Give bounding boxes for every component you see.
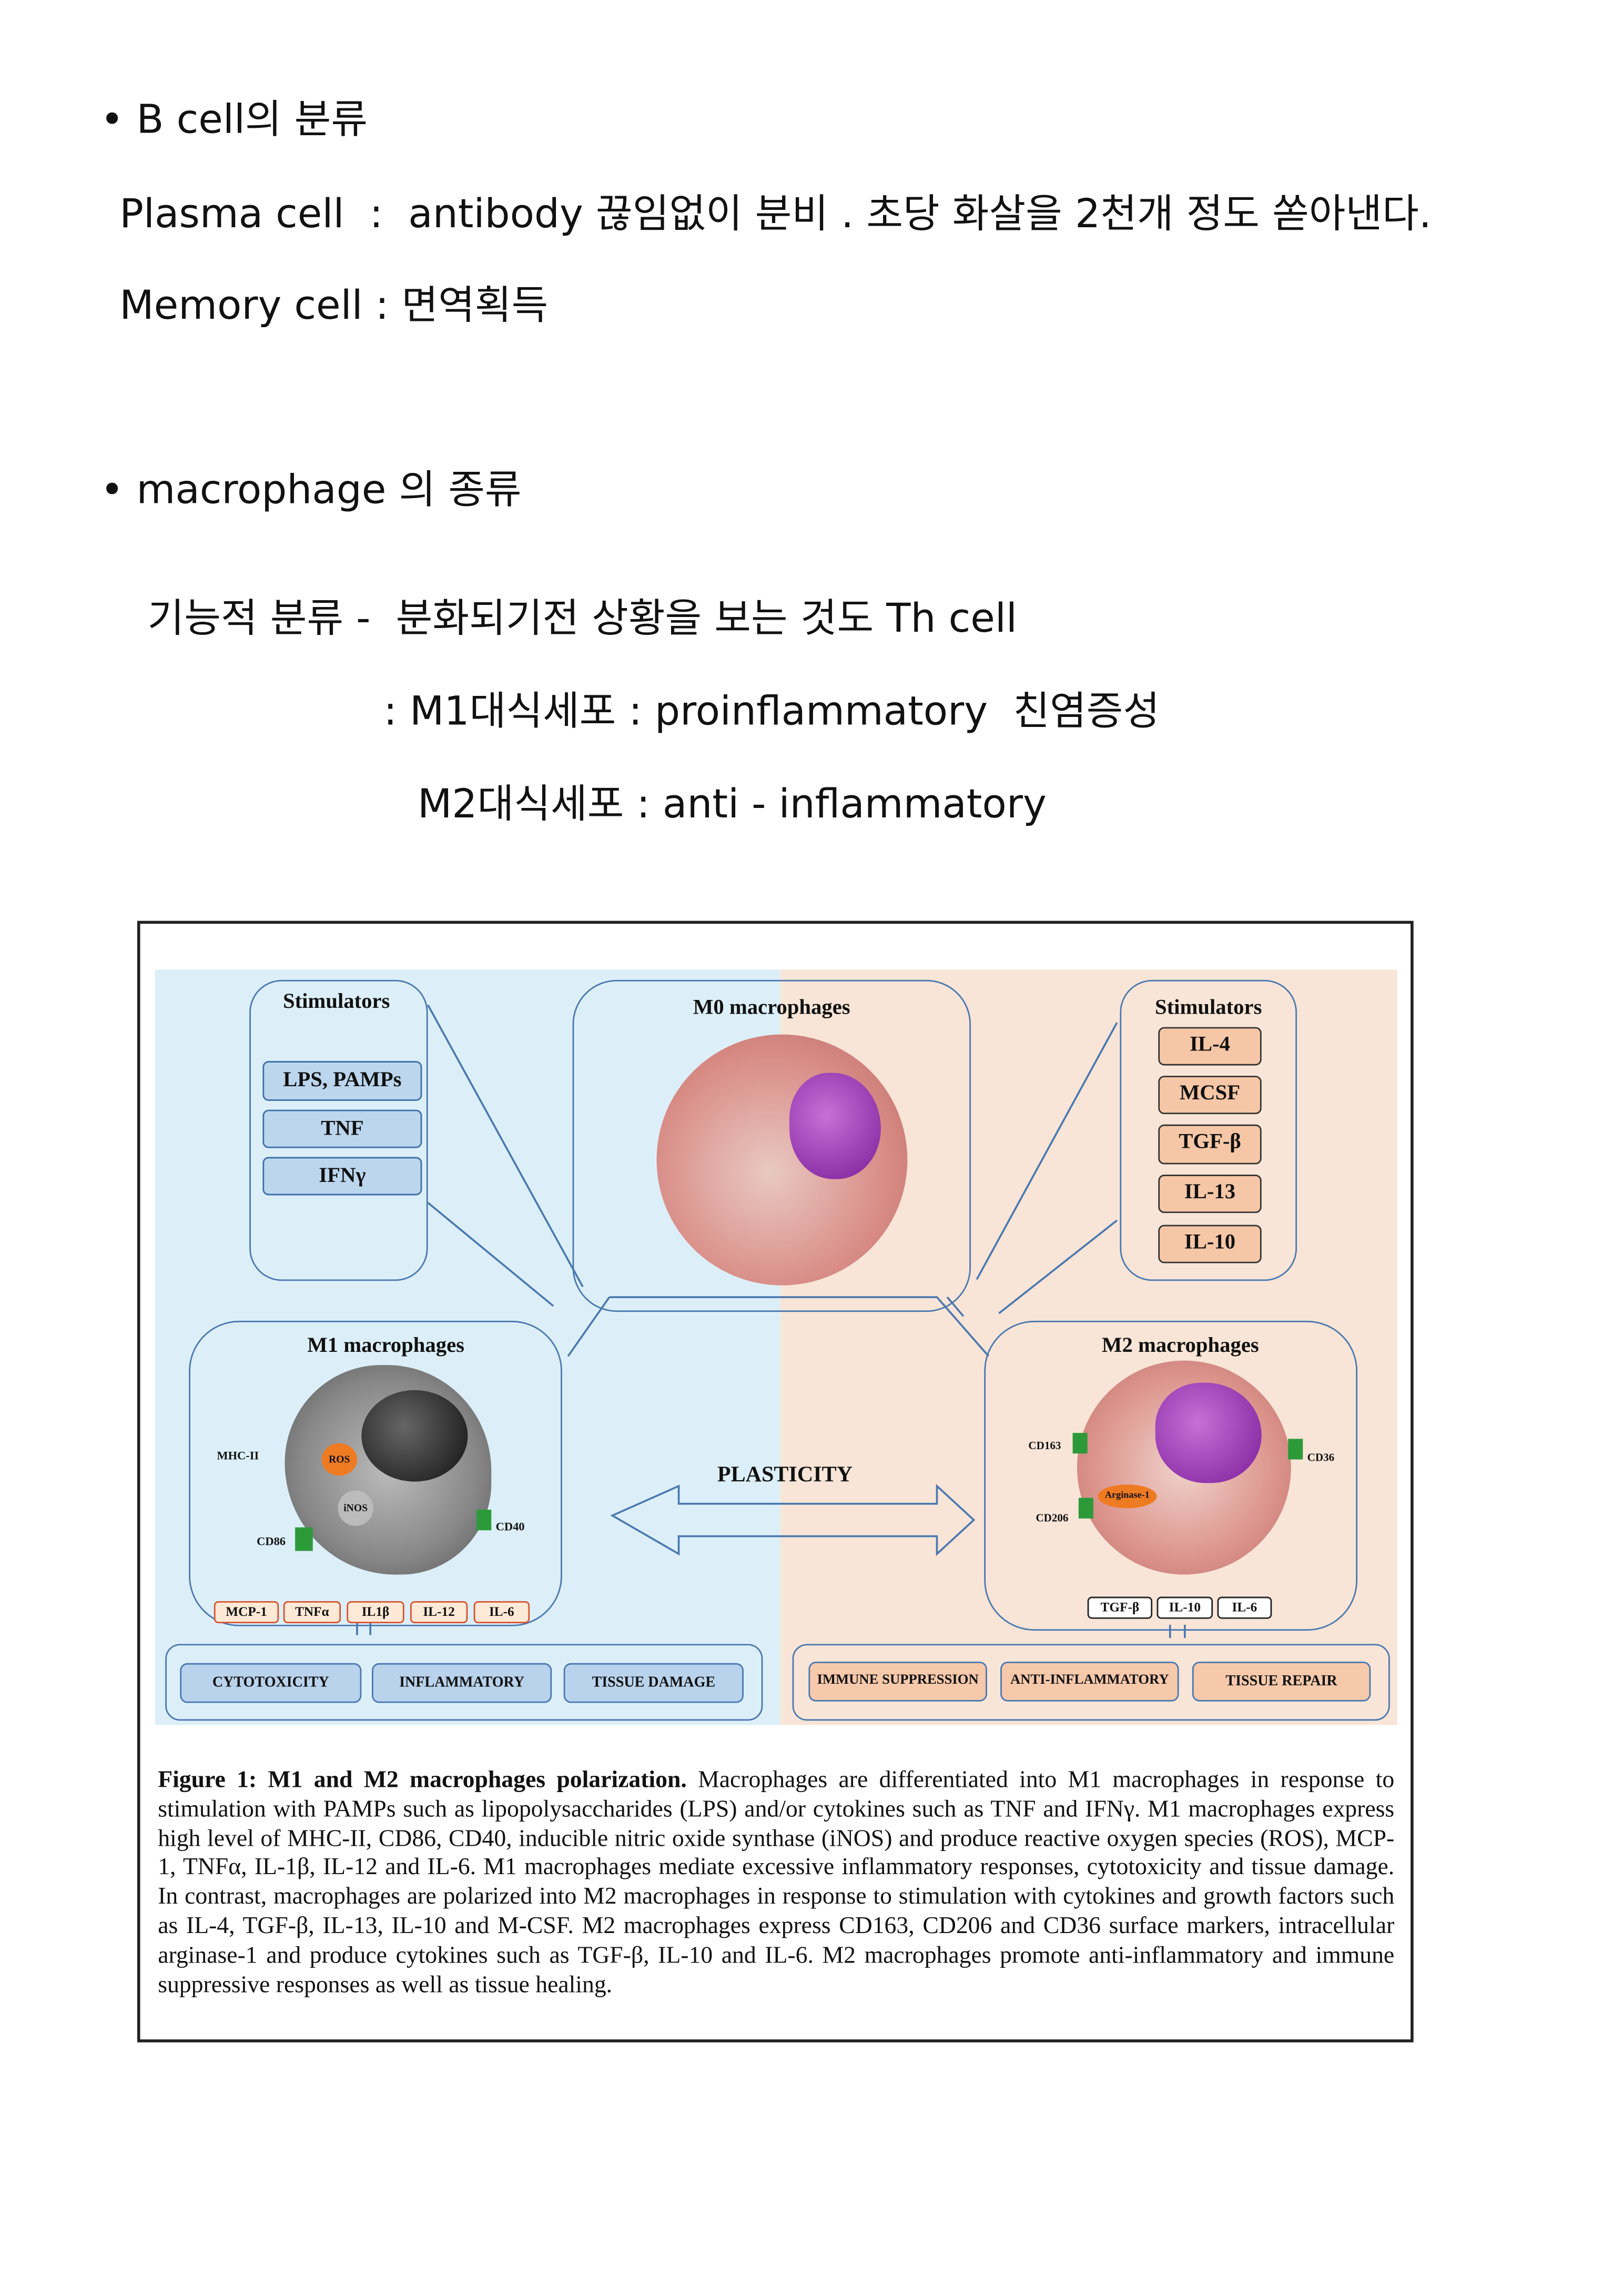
plasticity-label: PLASTICITY xyxy=(717,1464,853,1488)
cd36-receptor-icon xyxy=(1288,1439,1303,1460)
m2-nucleus xyxy=(1155,1382,1262,1483)
cd206-receptor-icon xyxy=(1078,1498,1093,1519)
left-stimulators-box xyxy=(249,979,428,1281)
stimulator-tgfb: TGF-β xyxy=(1158,1124,1262,1165)
stimulator-il4: IL-4 xyxy=(1158,1027,1262,1066)
stimulator-lps: LPS, PAMPs xyxy=(262,1061,422,1101)
m2-cytokine-tgfb: TGF-β xyxy=(1087,1596,1153,1619)
plasma-cell-line: Plasma cell : antibody 끊임없이 분비 . 초당 화살을 … xyxy=(119,191,1432,238)
effect-anti-inflammatory: ANTI-INFLAMMATORY xyxy=(1000,1661,1179,1702)
inos-marker: iNOS xyxy=(338,1490,373,1526)
cytokine-mcp1: MCP-1 xyxy=(214,1601,279,1624)
macrophage-polarization-diagram: Stimulators LPS, PAMPs TNF IFNγ M0 macro… xyxy=(155,969,1397,1725)
cytokine-il12: IL-12 xyxy=(410,1601,468,1624)
effect-tissue-damage: TISSUE DAMAGE xyxy=(563,1663,744,1703)
m0-nucleus xyxy=(789,1073,881,1179)
cd163-receptor-icon xyxy=(1072,1433,1088,1454)
m2-effects-box xyxy=(792,1644,1390,1721)
m1-title: M1 macrophages xyxy=(307,1334,464,1358)
cytokine-tnfa: TNFα xyxy=(283,1601,341,1624)
cd86-label: CD86 xyxy=(257,1534,286,1548)
cd86-receptor-icon xyxy=(295,1527,313,1551)
arginase-marker: Arginase-1 xyxy=(1098,1484,1157,1509)
effect-inflammatory: INFLAMMATORY xyxy=(371,1663,552,1703)
cd36-label: CD36 xyxy=(1307,1450,1335,1464)
stimulator-mcsf: MCSF xyxy=(1158,1076,1262,1115)
cytokine-il6: IL-6 xyxy=(473,1601,530,1624)
caption-label: Figure 1: M1 and M2 macrophages polariza… xyxy=(158,1765,687,1793)
right-stimulators-title: Stimulators xyxy=(1155,996,1262,1020)
m0-box xyxy=(572,979,971,1312)
stimulator-tnf: TNF xyxy=(262,1109,422,1148)
functional-classification-line: 기능적 분류 - 분화되기전 상황을 보는 것도 Th cell xyxy=(147,596,1017,642)
m1-effects-box xyxy=(165,1644,763,1721)
effect-tissue-repair: TISSUE REPAIR xyxy=(1192,1661,1371,1702)
right-stimulators-box xyxy=(1120,979,1297,1281)
m2-line: M2대식세포 : anti - inflammatory xyxy=(417,782,1047,828)
stimulator-il10: IL-10 xyxy=(1158,1225,1262,1263)
ros-marker: ROS xyxy=(321,1443,357,1476)
m2-title: M2 macrophages xyxy=(1102,1334,1259,1358)
cd40-label: CD40 xyxy=(495,1520,525,1533)
bullet-macrophage: • macrophage 의 종류 xyxy=(100,468,522,514)
mhc-ii-label: MHC-II xyxy=(217,1449,259,1463)
m1-nucleus xyxy=(361,1390,468,1482)
m2-box xyxy=(984,1320,1358,1631)
stimulator-il13: IL-13 xyxy=(1158,1175,1262,1213)
m2-cytokine-il6: IL-6 xyxy=(1217,1596,1272,1619)
figure-frame: Stimulators LPS, PAMPs TNF IFNγ M0 macro… xyxy=(137,921,1414,2042)
effect-immune-suppression: IMMUNE SUPPRESSION xyxy=(808,1661,987,1702)
cd206-label: CD206 xyxy=(1036,1511,1069,1525)
memory-cell-line: Memory cell : 면역획득 xyxy=(119,283,549,329)
m2-cytokine-il10: IL-10 xyxy=(1157,1596,1213,1619)
figure-caption: Figure 1: M1 and M2 macrophages polariza… xyxy=(158,1765,1394,1998)
caption-text: Macrophages are differentiated into M1 m… xyxy=(158,1765,1395,1998)
m1-box xyxy=(189,1320,562,1626)
effect-cytotoxicity: CYTOTOXICITY xyxy=(180,1663,362,1703)
cytokine-il1b: IL1β xyxy=(347,1601,404,1624)
left-stimulators-title: Stimulators xyxy=(282,990,390,1014)
cd40-receptor-icon xyxy=(476,1510,492,1531)
stimulator-ifng: IFNγ xyxy=(262,1157,422,1196)
bullet-b-cell: • B cell의 분류 xyxy=(100,97,368,144)
m1-line: : M1대식세포 : proinflammatory 친염증성 xyxy=(383,689,1160,735)
cd163-label: CD163 xyxy=(1028,1439,1061,1452)
m0-title: M0 macrophages xyxy=(693,996,850,1020)
